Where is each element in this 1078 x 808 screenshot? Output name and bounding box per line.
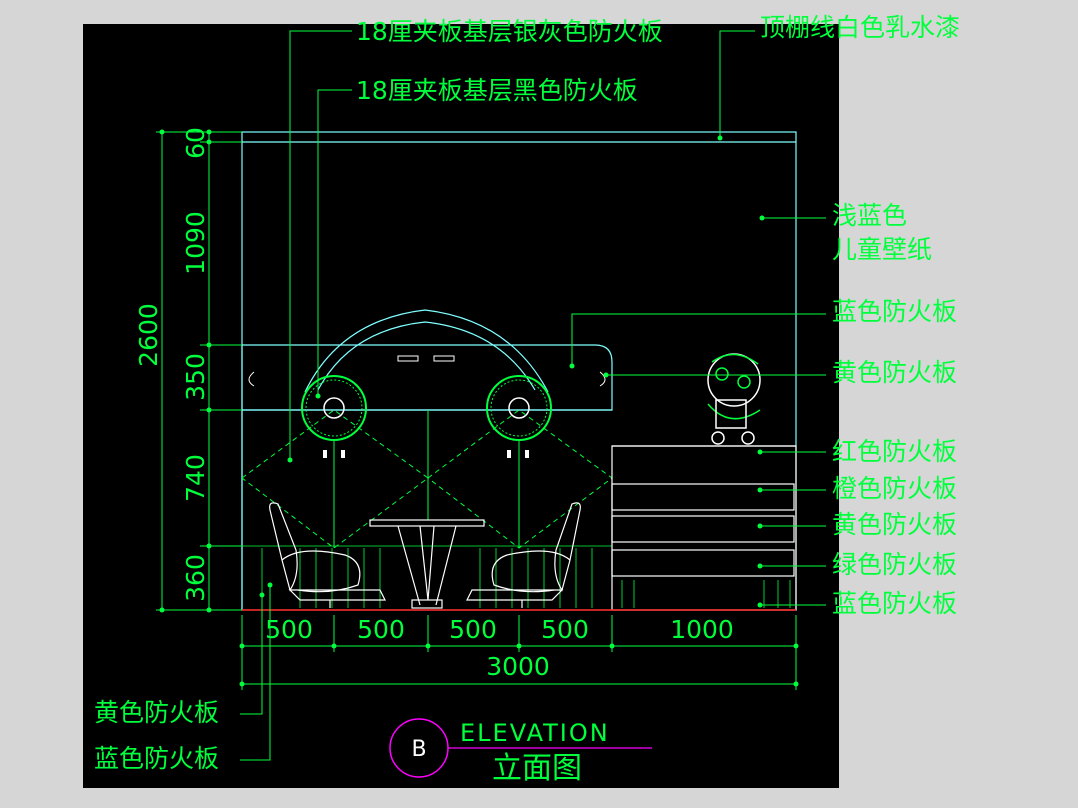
title-block: B ELEVATION 立面图 [389,718,652,786]
right-chair [466,502,581,608]
label-right-5: 橙色防火板 [832,474,957,503]
left-chair [269,502,386,608]
label-ceiling: 顶棚线白色乳水漆 [760,13,960,42]
lower-panel-slats [242,545,612,608]
dim-h-4: 1000 [670,615,734,644]
dim-v-total: 2600 [134,303,163,367]
dim-v-4: 360 [181,554,210,602]
label-top-left-2: 18厘夹板基层黑色防火板 [356,76,638,105]
toy-figure-icon [707,353,761,445]
vertical-dim-ticks [159,129,212,613]
label-right-0: 浅蓝色 [832,201,907,230]
label-right-2: 蓝色防火板 [832,297,957,326]
dim-v-0: 60 [181,127,210,159]
leader-lines [240,30,826,761]
label-right-6: 黄色防火板 [832,510,957,539]
cabinet-slats [621,580,791,608]
desk [369,519,485,609]
left-speaker [301,375,367,441]
label-bottom-left-1: 蓝色防火板 [94,744,219,773]
label-right-7: 绿色防火板 [832,550,957,579]
annotation-labels: 18厘夹板基层银灰色防火板 18厘夹板基层黑色防火板 顶棚线白色乳水漆 浅蓝色 … [94,13,960,773]
dim-h-0: 500 [265,615,313,644]
headboard-details [248,355,606,387]
title-english: ELEVATION [460,719,610,747]
label-right-1: 儿童壁纸 [832,235,932,264]
door-swing-lines [241,409,613,549]
label-right-4: 红色防火板 [832,437,957,466]
label-right-3: 黄色防火板 [832,358,957,387]
label-bottom-left-0: 黄色防火板 [94,698,219,727]
dim-v-1: 1090 [181,211,210,275]
right-speaker [486,375,552,441]
leader-dots [259,215,765,608]
dim-h-1: 500 [357,615,405,644]
dim-h-total: 3000 [486,652,550,681]
label-top-left-1: 18厘夹板基层银灰色防火板 [356,17,663,46]
lamp-stems [333,410,520,548]
dim-h-2: 500 [449,615,497,644]
horizontal-dim-labels: 500 500 500 500 1000 3000 [265,615,734,681]
dim-v-2: 350 [181,353,210,401]
dim-h-3: 500 [541,615,589,644]
vertical-dim-labels: 2600 60 1090 350 740 360 [134,127,210,602]
switches [323,450,529,458]
dim-v-3: 740 [181,454,210,502]
title-badge: B [411,737,426,762]
ceiling-leader [717,30,755,141]
title-chinese: 立面图 [492,751,582,786]
right-cabinet [611,445,797,611]
label-right-8: 蓝色防火板 [832,589,957,618]
horizontal-dim-ticks [239,643,799,687]
